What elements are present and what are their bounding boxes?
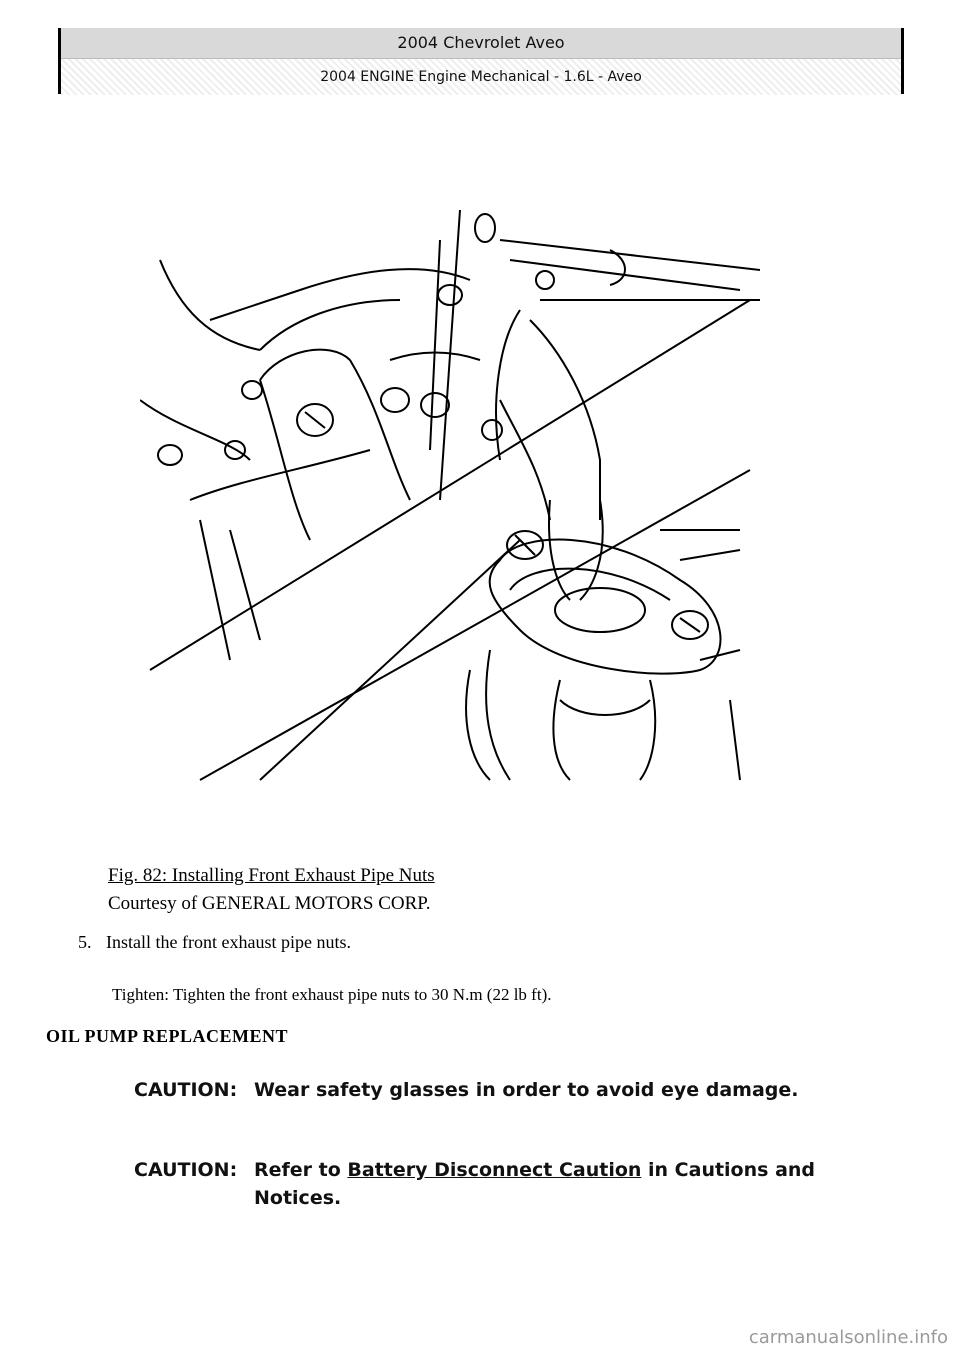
caption-title: Fig. 82: Installing Front Exhaust Pipe N… xyxy=(108,865,435,886)
header-subtitle: 2004 ENGINE Engine Mechanical - 1.6L - A… xyxy=(61,59,901,95)
torque-spec: Tighten: Tighten the front exhaust pipe … xyxy=(112,985,552,1004)
caution-text-after: in Cautions and Notices. xyxy=(254,1159,816,1209)
caution-text-before: Refer to xyxy=(254,1159,348,1181)
caution-label: CAUTION: xyxy=(134,1079,238,1101)
caution-label: CAUTION: xyxy=(134,1159,238,1181)
step-text: Install the front exhaust pipe nuts. xyxy=(106,932,351,952)
battery-disconnect-caution-link[interactable]: Battery Disconnect Caution xyxy=(347,1159,642,1181)
caption-credit: Courtesy of GENERAL MOTORS CORP. xyxy=(108,893,431,914)
section-heading: OIL PUMP REPLACEMENT xyxy=(46,1026,289,1046)
exhaust-pipe-illustration xyxy=(140,209,760,781)
header-title: 2004 Chevrolet Aveo xyxy=(61,28,901,59)
caution-text: Refer to Battery Disconnect Caution in C… xyxy=(254,1156,834,1212)
page-header: 2004 Chevrolet Aveo 2004 ENGINE Engine M… xyxy=(58,28,904,95)
figure-caption: Fig. 82: Installing Front Exhaust Pipe N… xyxy=(108,862,435,918)
caution-text: Wear safety glasses in order to avoid ey… xyxy=(254,1079,799,1101)
step-number: 5. xyxy=(78,932,92,952)
watermark: carmanualsonline.info xyxy=(748,1327,948,1348)
procedure-step: 5. Install the front exhaust pipe nuts. xyxy=(78,932,351,953)
